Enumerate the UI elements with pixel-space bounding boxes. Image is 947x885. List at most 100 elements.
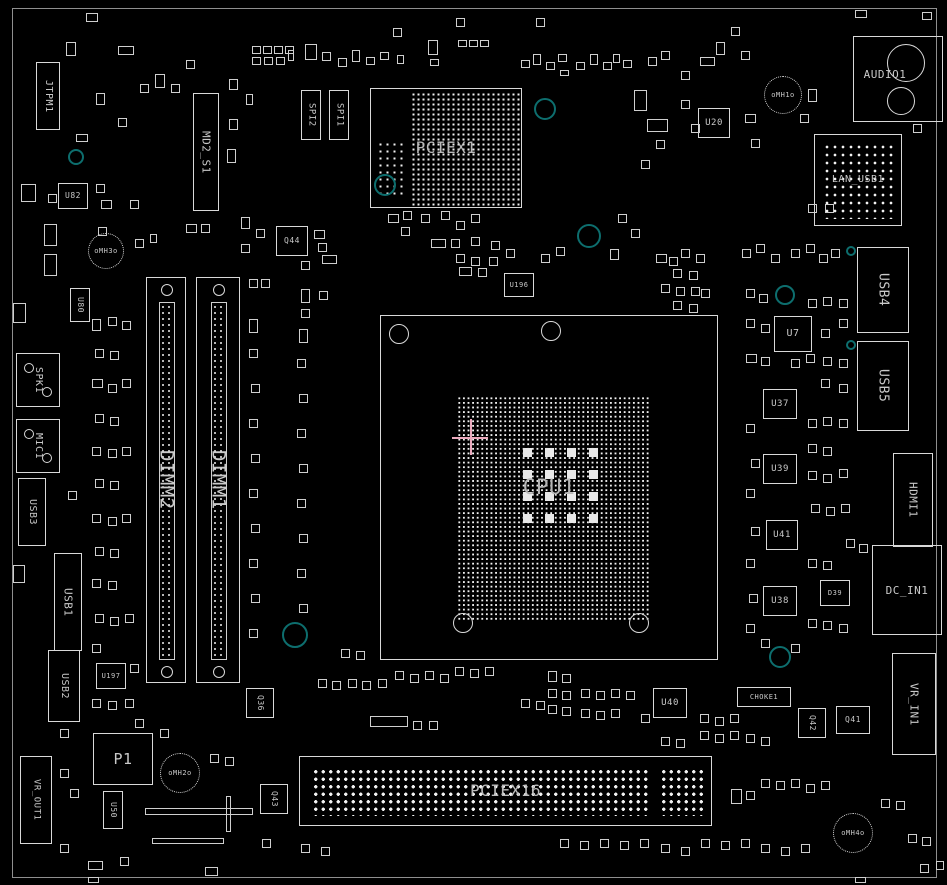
inner-outline <box>211 302 227 660</box>
smd-component <box>95 349 104 358</box>
smd-component <box>301 844 310 853</box>
smd-component <box>761 779 770 788</box>
jtpm1-connector[interactable]: JTPM1 <box>36 62 60 130</box>
center-pad <box>589 514 598 523</box>
smd-component <box>556 247 565 256</box>
usb5-connector[interactable]: USB5 <box>857 341 909 431</box>
smd-component <box>791 359 800 368</box>
hdmi1-connector[interactable]: HDMI1 <box>893 453 933 547</box>
cpu1-socket[interactable]: CPU1 <box>380 315 718 660</box>
smd-component <box>321 847 330 856</box>
plated-hole <box>534 98 556 120</box>
center-pad <box>523 492 532 501</box>
smd-component <box>44 254 57 276</box>
smd-component <box>362 681 371 690</box>
u82-ic[interactable]: U82 <box>58 183 88 209</box>
smd-component <box>108 384 117 393</box>
u41-ic-label: U41 <box>773 529 791 540</box>
smd-component <box>95 547 104 556</box>
u7-ic[interactable]: U7 <box>774 316 812 352</box>
center-pad <box>589 492 598 501</box>
smd-component <box>251 454 260 463</box>
smd-component <box>471 257 480 266</box>
smd-component <box>480 40 489 47</box>
center-pad <box>523 514 532 523</box>
smd-component <box>122 321 131 330</box>
u20-ic[interactable]: U20 <box>698 108 730 138</box>
smd-component <box>241 217 250 229</box>
smd-component <box>791 779 800 788</box>
usb4-connector[interactable]: USB4 <box>857 247 909 333</box>
u41-ic[interactable]: U41 <box>766 520 798 550</box>
smd-component <box>808 619 817 628</box>
smd-component <box>533 54 541 65</box>
q44-fet[interactable]: Q44 <box>276 226 308 256</box>
mic1-connector[interactable]: MIC1 <box>16 419 60 473</box>
u37-ic[interactable]: U37 <box>763 389 797 419</box>
pciex16-slot[interactable]: PCIEX16 <box>299 756 712 826</box>
u40-ic[interactable]: U40 <box>653 688 687 718</box>
mh2-mounting-hole: oMH2o <box>160 753 200 793</box>
smd-component <box>256 229 265 238</box>
smd-component <box>521 699 530 708</box>
smd-component <box>413 721 422 730</box>
smd-component <box>122 379 131 388</box>
spi1-chip[interactable]: SPI1 <box>329 90 349 140</box>
spi2-chip[interactable]: SPI2 <box>301 90 321 140</box>
pad-grid <box>823 143 895 219</box>
smd-component <box>676 739 685 748</box>
p1-connector[interactable]: P1 <box>93 733 153 785</box>
q36-fet[interactable]: Q36 <box>246 688 274 718</box>
smd-component <box>226 796 231 832</box>
u39-ic[interactable]: U39 <box>763 454 797 484</box>
smd-component <box>229 119 238 130</box>
center-pad <box>545 492 554 501</box>
smd-component <box>301 261 310 270</box>
u50-ic[interactable]: U50 <box>103 791 123 829</box>
vr-in1-module[interactable]: VR_IN1 <box>892 653 936 755</box>
smd-component <box>92 319 101 331</box>
smd-component <box>249 349 258 358</box>
center-pad <box>545 514 554 523</box>
smd-component <box>751 459 760 468</box>
audio1-connector[interactable]: AUDIO1 <box>853 36 943 122</box>
u40-ic-label: U40 <box>661 697 679 708</box>
dimm2-slot[interactable]: DIMM2 <box>146 277 186 683</box>
usb2-header[interactable]: USB2 <box>48 650 80 722</box>
d39-diode[interactable]: D39 <box>820 580 850 606</box>
hole-circle <box>887 44 925 82</box>
dimm1-slot[interactable]: DIMM1 <box>196 277 240 683</box>
smd-component <box>86 13 98 22</box>
pad-grid <box>411 92 520 206</box>
u7-ic-label: U7 <box>786 328 800 339</box>
smd-component <box>859 544 868 553</box>
smd-component <box>440 674 449 683</box>
u38-ic[interactable]: U38 <box>763 586 797 616</box>
spk1-connector[interactable]: SPK1 <box>16 353 60 407</box>
smd-component <box>808 419 817 428</box>
d39-diode-label: D39 <box>827 588 843 597</box>
mh3-mounting-hole: oMH3o <box>88 233 124 269</box>
q42-fet[interactable]: Q42 <box>798 708 826 738</box>
smd-component <box>314 230 325 239</box>
md2-s1-slot[interactable]: MD2_S1 <box>193 93 219 211</box>
smd-component <box>150 234 157 243</box>
md2-s1-slot-label: MD2_S1 <box>199 130 213 174</box>
q41-fet[interactable]: Q41 <box>836 706 870 734</box>
q43-fet[interactable]: Q43 <box>260 784 288 814</box>
smd-component <box>839 384 848 393</box>
vr-out1-module[interactable]: VR_OUT1 <box>20 756 52 844</box>
hole-circle <box>887 87 915 115</box>
usb1-header[interactable]: USB1 <box>54 553 82 651</box>
smd-component <box>548 689 557 698</box>
usb3-header[interactable]: USB3 <box>18 478 46 546</box>
smd-component <box>721 841 730 850</box>
choke1-inductor[interactable]: CHOKE1 <box>737 687 791 707</box>
smd-component <box>741 51 750 60</box>
u80-ic[interactable]: U80 <box>70 288 90 322</box>
u197-ic[interactable]: U197 <box>96 663 126 689</box>
u196-ic[interactable]: U196 <box>504 273 534 297</box>
dc-in1-connector[interactable]: DC_IN1 <box>872 545 942 635</box>
center-pad <box>567 514 576 523</box>
lan-usb1-connector[interactable]: LAN_USB1 <box>814 134 902 226</box>
